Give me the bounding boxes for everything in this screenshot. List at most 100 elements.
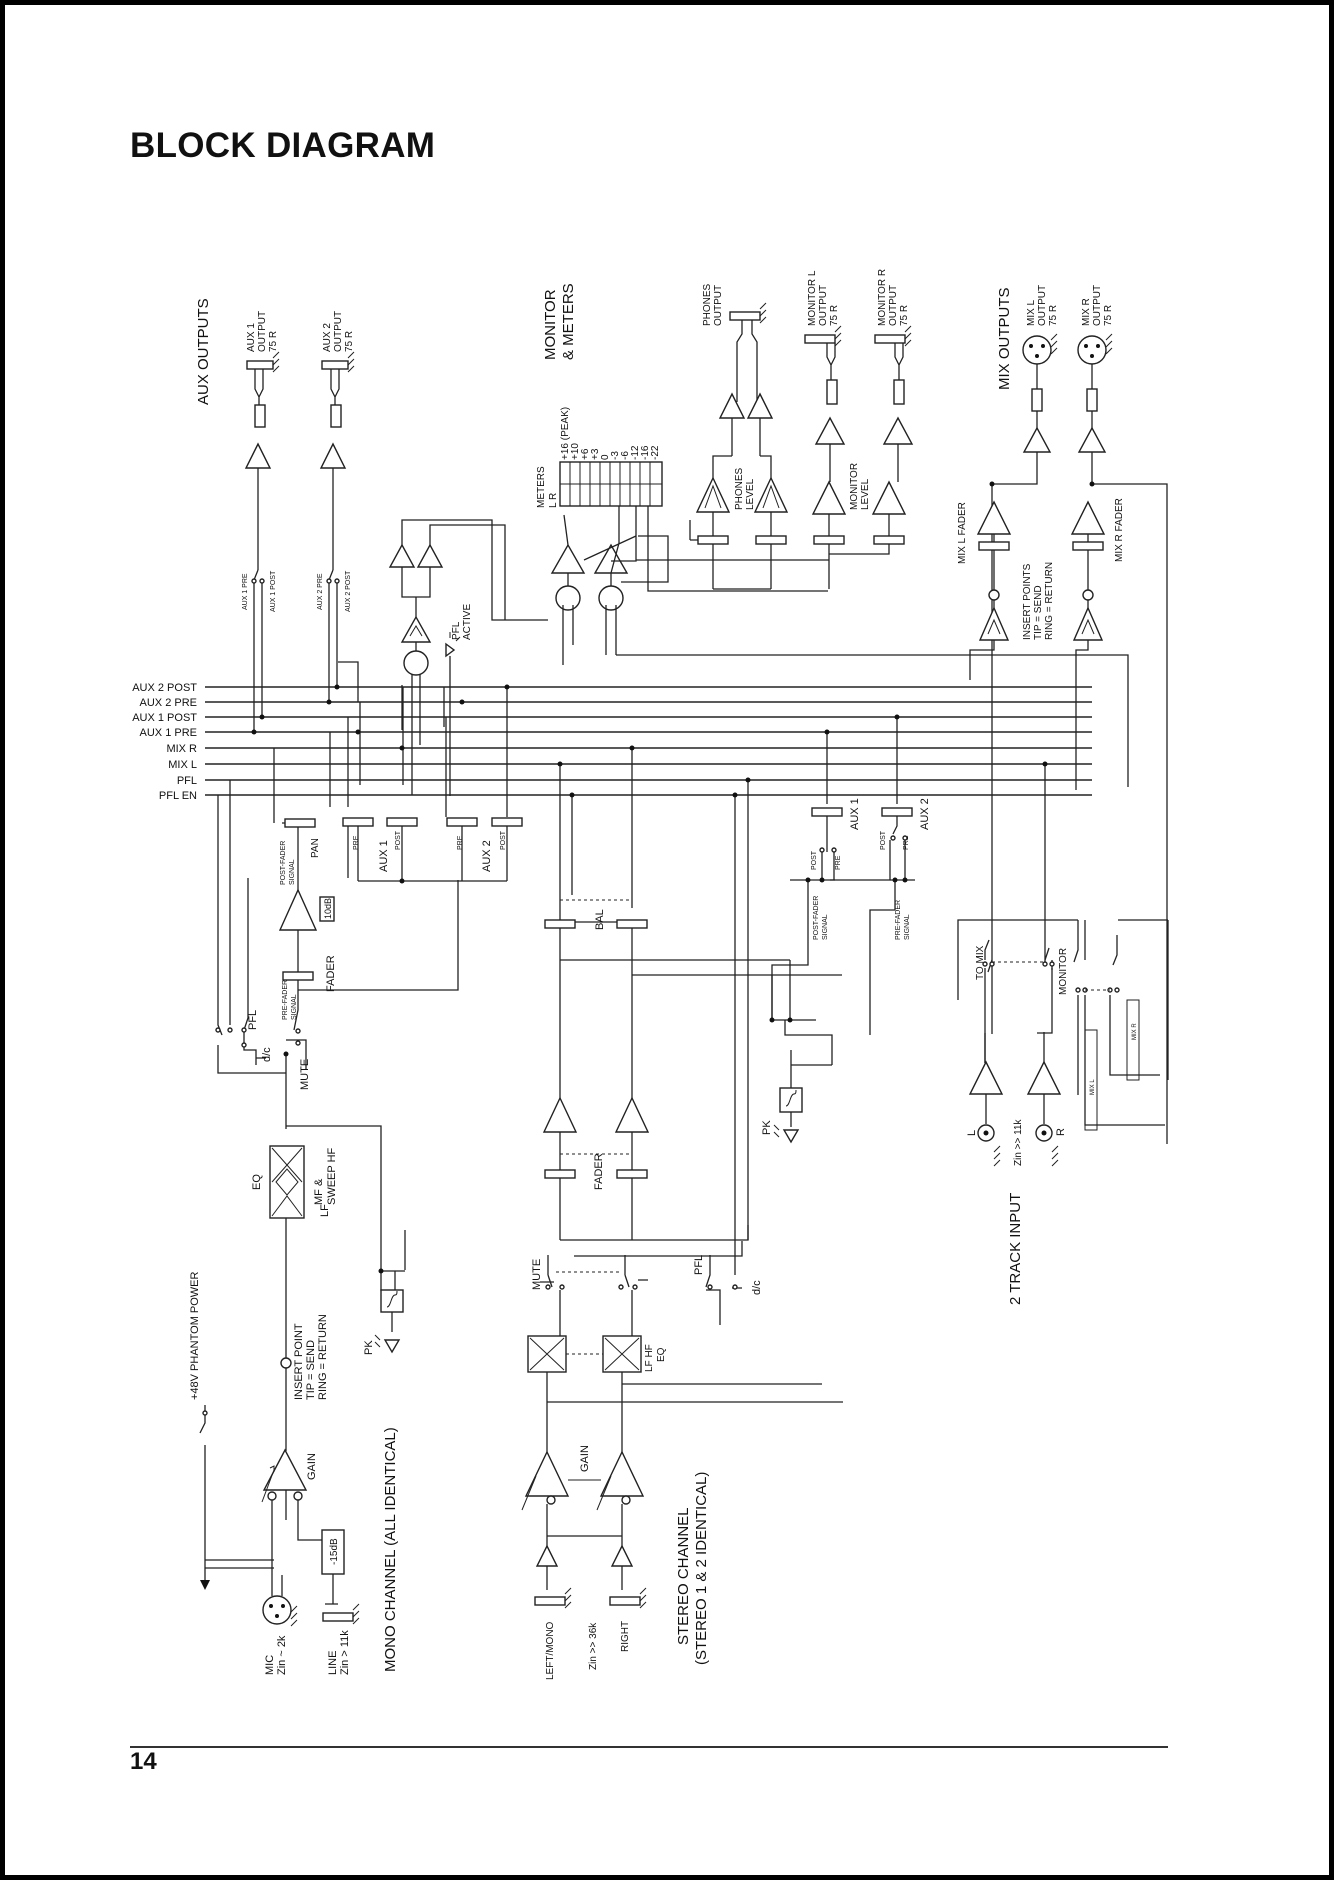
svg-text:ACTIVE: ACTIVE (462, 604, 473, 640)
svg-text:AUX 1: AUX 1 (246, 323, 257, 352)
svg-text:0: 0 (600, 454, 611, 460)
bus-label: AUX 2 PRE (140, 697, 197, 709)
svg-text:RING = RETURN: RING = RETURN (317, 1314, 329, 1400)
post-fader-signal-label: POST-FADER SIGNAL (280, 841, 296, 885)
svg-text:OUTPUT: OUTPUT (1092, 285, 1103, 326)
section-label-mix-outputs: MIX OUTPUTS (996, 287, 1013, 390)
monitor-level-label: MONITOR LEVEL (849, 463, 871, 510)
mono-eq-icon (269, 1145, 305, 1219)
svg-text:LINE: LINE (327, 1651, 339, 1675)
stereo-fader-l-icon (544, 1169, 576, 1179)
minus15db-label: -15dB (329, 1538, 340, 1565)
pan-pot-icon (284, 818, 316, 828)
phones-amp-r-icon (746, 392, 774, 419)
svg-text:Zin > 11k: Zin > 11k (339, 1630, 351, 1675)
phones-level-label: PHONES LEVEL (734, 467, 756, 510)
svg-text:EQ: EQ (656, 1347, 667, 1362)
svg-text:TIP = SEND: TIP = SEND (1033, 585, 1044, 640)
gain-label: GAIN (306, 1453, 318, 1480)
pre-label: PRE (457, 835, 464, 850)
aux-tap-label: AUX 2 PRE (317, 573, 324, 610)
ground-icon (759, 302, 767, 324)
pfl-vca-icon (400, 615, 432, 643)
mix-l-insert-icon (988, 589, 1000, 601)
svg-text:OUTPUT: OUTPUT (888, 285, 899, 326)
mix-r-return-box (1126, 999, 1140, 1081)
stereo-aux2-pot-icon (881, 807, 913, 817)
section-label-mono-channel: MONO CHANNEL (ALL IDENTICAL) (382, 1427, 399, 1672)
zin-11k-label: Zin >> 11k (1013, 1118, 1024, 1166)
channel-fader-icon (282, 971, 314, 981)
svg-text:75 R: 75 R (1048, 305, 1059, 326)
mix-r-insert-icon (1082, 589, 1094, 601)
phones-jack-icon (729, 311, 761, 321)
page-number: 14 (130, 1748, 157, 1775)
pre-label: PRE (835, 855, 842, 870)
monitor-r-amp-icon (882, 416, 914, 445)
phones-pot-l-icon (697, 535, 729, 545)
aux2-resistor-icon (330, 404, 342, 428)
svg-text:+10: +10 (570, 443, 581, 460)
two-track-r-buffer-icon (1026, 1060, 1062, 1095)
svg-text:OUTPUT: OUTPUT (818, 285, 829, 326)
post-label: POST (500, 830, 507, 850)
svg-text:MF &: MF & (313, 1178, 325, 1205)
mix-l-amp-icon (1022, 426, 1052, 453)
pan-label: PAN (310, 838, 321, 858)
stereo-aux-section: AUX 1 AUX 2 POST PRE POST PRE POST-FADER… (761, 714, 931, 1144)
aux1-amp-icon (244, 442, 272, 469)
svg-text:-6: -6 (620, 451, 631, 460)
peak-detector-icon (380, 1289, 404, 1313)
svg-text:INSERT POINTS: INSERT POINTS (1022, 563, 1033, 640)
mute-switch-contact (295, 1028, 301, 1034)
monitor-pot-r-icon (873, 535, 905, 545)
svg-text:Zin ~ 2k: Zin ~ 2k (276, 1635, 288, 1675)
mix-r-small-label: MIX R (1132, 1023, 1138, 1040)
bus-lines (205, 686, 1092, 796)
section-label-stereo-channel: STEREO CHANNEL (STEREO 1 & 2 IDENTICAL) (675, 1472, 710, 1665)
bus-label: PFL EN (159, 790, 197, 802)
mute-label: MUTE (299, 1059, 311, 1090)
pfl-label: PFL (247, 1010, 259, 1030)
aux-tap-label: AUX 2 POST (345, 570, 352, 612)
mix-l-small-label: MIX L (1090, 1079, 1096, 1095)
switch-contact (334, 578, 340, 584)
ground-icon (904, 325, 912, 347)
stereo-gain-l-icon (524, 1450, 570, 1497)
svg-text:OUTPUT: OUTPUT (333, 311, 344, 352)
footer-rule (130, 1746, 1168, 1748)
svg-text:75 R: 75 R (268, 331, 279, 352)
stereo-input-l-buffer-icon (535, 1544, 559, 1567)
svg-text:AUX 2: AUX 2 (322, 323, 333, 352)
svg-text:PHONES: PHONES (734, 467, 745, 510)
svg-text:MIC: MIC (264, 1655, 276, 1675)
pfl-switch-icon (403, 650, 429, 676)
phones-amp-l-icon (718, 392, 746, 419)
mix-l-return-box (1084, 1029, 1098, 1131)
svg-text:SWEEP HF: SWEEP HF (326, 1147, 338, 1205)
svg-text:+3: +3 (590, 448, 601, 460)
section-label-meters: & METERS (560, 283, 577, 360)
svg-text:SIGNAL: SIGNAL (289, 859, 296, 885)
svg-text:POST-FADER: POST-FADER (813, 896, 820, 940)
two-track-input-section: TO MIX MONITOR MIX R MIX L L R Zin >> 11… (957, 761, 1169, 1305)
svg-text:TIP = SEND: TIP = SEND (305, 1340, 317, 1400)
stereo-pre-fader-signal-label: PRE-FADER SIGNAL (895, 900, 911, 940)
two-track-r-label: R (1055, 1128, 1067, 1136)
svg-text:+16 (PEAK): +16 (PEAK) (560, 407, 571, 460)
ground-icon (272, 351, 280, 373)
right-label: RIGHT (620, 1621, 631, 1652)
ground-icon (347, 351, 355, 373)
insert-points-label: INSERT POINTS TIP = SEND RING = RETURN (1022, 562, 1055, 640)
stereo-amp-r-icon (614, 1096, 650, 1133)
svg-text:OUTPUT: OUTPUT (257, 311, 268, 352)
pre-label: PRE (353, 835, 360, 850)
phones-output-label: PHONES OUTPUT (702, 283, 724, 326)
lf-label: LF (319, 1204, 331, 1217)
stereo-pk-label: PK (761, 1120, 773, 1135)
monitor-amp-r-icon (593, 543, 629, 574)
svg-text:POST-FADER: POST-FADER (280, 841, 287, 885)
mix-r-fader-icon (1072, 541, 1104, 551)
monitor-amp-l-icon (550, 543, 586, 574)
meter-scale: +16 (PEAK) +10 +6 +3 0 -3 -6 -12 -16 -22 (560, 407, 661, 460)
